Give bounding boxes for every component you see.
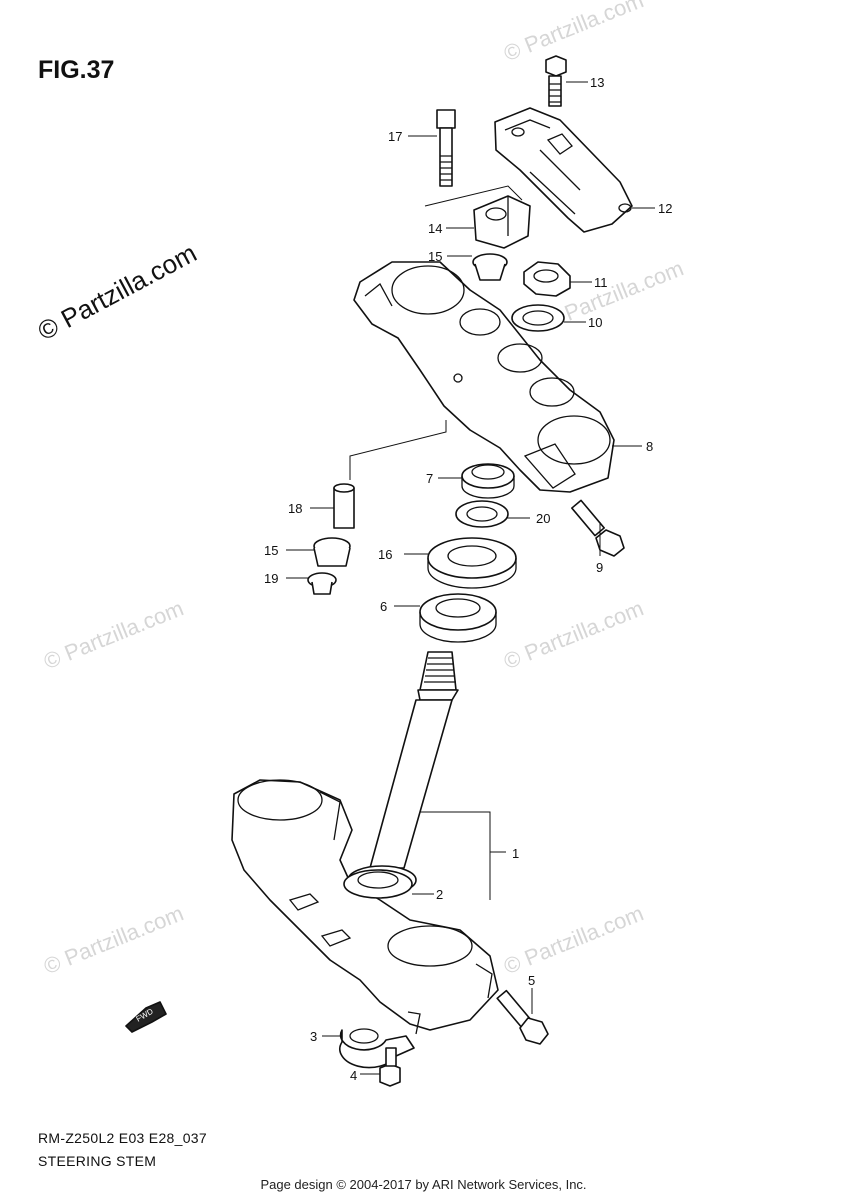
part-10-washer[interactable] (511, 304, 565, 332)
callout-number: 8 (646, 439, 653, 454)
callout-number: 13 (590, 75, 604, 90)
footer-copyright: Page design © 2004-2017 by ARI Network S… (260, 1177, 587, 1192)
part-4-bolt[interactable] (379, 1047, 401, 1087)
callout-number: 20 (536, 511, 550, 526)
callout-number: 15 (428, 249, 442, 264)
callout-number: 12 (658, 201, 672, 216)
callout-number: 15 (264, 543, 278, 558)
figure-title: FIG.37 (38, 56, 115, 84)
part-16-dust-seal[interactable] (427, 537, 517, 589)
part-19-collar[interactable] (307, 572, 337, 595)
part-1-lower-bracket[interactable] (231, 779, 499, 1031)
callout-number: 9 (596, 560, 603, 575)
callout-number: 18 (288, 501, 302, 516)
part-14-clamp[interactable] (473, 195, 531, 249)
callout-number: 4 (350, 1068, 357, 1083)
model-code: RM-Z250L2 E03 E28_037 (38, 1130, 207, 1146)
callout-number: 1 (512, 846, 519, 861)
part-5-bolt[interactable] (496, 989, 549, 1045)
part-9-bolt[interactable] (571, 499, 625, 557)
callout-number: 10 (588, 315, 602, 330)
part-15-bushing-lower[interactable] (313, 537, 351, 567)
callout-number: 7 (426, 471, 433, 486)
part-7-locknut[interactable] (461, 463, 515, 499)
callout-number: 19 (264, 571, 278, 586)
callout-number: 14 (428, 221, 442, 236)
part-18-tube[interactable] (333, 483, 355, 529)
part-6-bearing[interactable] (419, 593, 497, 643)
callout-number: 11 (594, 275, 608, 290)
callout-number: 16 (378, 547, 392, 562)
part-8-upper-bracket[interactable] (353, 261, 615, 493)
callout-number: 17 (388, 129, 402, 144)
callout-number: 3 (310, 1029, 317, 1044)
figure-name: STEERING STEM (38, 1153, 157, 1169)
part-11-nut[interactable] (523, 261, 571, 297)
part-13-bolt[interactable] (545, 55, 567, 107)
part-17-bolt[interactable] (436, 109, 456, 187)
part-12-handlebar-holder[interactable] (494, 107, 633, 233)
callout-number: 6 (380, 599, 387, 614)
fwd-arrow-icon: FWD (125, 1001, 167, 1033)
callout-number: 5 (528, 973, 535, 988)
part-15-bushing-upper[interactable] (472, 253, 508, 281)
part-1-steering-stem[interactable] (369, 651, 459, 869)
part-20-washer[interactable] (455, 500, 509, 528)
part-2-bearing[interactable] (343, 869, 413, 899)
callout-number: 2 (436, 887, 443, 902)
